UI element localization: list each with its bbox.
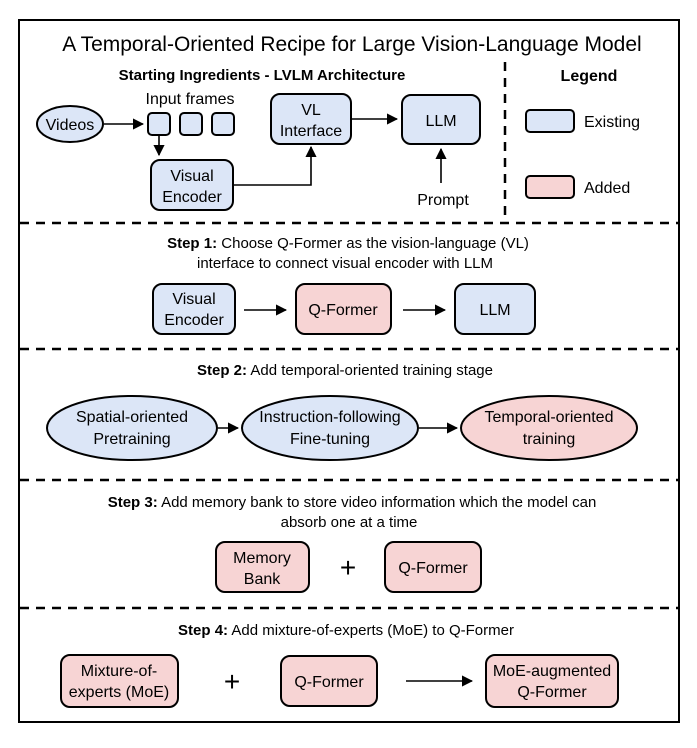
- step1-visual-encoder-node: [152, 283, 236, 335]
- legend-existing-swatch: [525, 109, 575, 133]
- step1-qformer-label: Q-Former: [308, 302, 378, 319]
- vl-interface-label: Interface: [280, 123, 342, 140]
- llm-label: LLM: [425, 113, 456, 130]
- frame-box: [211, 112, 235, 136]
- step3-qformer-label: Q-Former: [398, 560, 468, 577]
- step4-plus: +: [224, 666, 240, 697]
- videos-node: [36, 105, 104, 143]
- step4-qformer-label: Q-Former: [294, 674, 364, 691]
- step1-llm-node: [454, 283, 536, 335]
- stage-temporal-label: training: [523, 431, 575, 448]
- stage-temporal-training: [460, 395, 638, 461]
- step4-description: Step 4: Add mixture-of-experts (MoE) to …: [178, 622, 514, 639]
- memory-bank-label: Bank: [244, 571, 281, 588]
- architecture-heading: Starting Ingredients - LVLM Architecture: [119, 67, 406, 84]
- step2-description: Step 2: Add temporal-oriented training s…: [197, 362, 493, 379]
- step1-qformer-node: [295, 283, 392, 335]
- moe-node: [60, 654, 179, 708]
- step3-qformer-node: [384, 541, 482, 593]
- frame-box: [147, 112, 171, 136]
- diagram-title: A Temporal-Oriented Recipe for Large Vis…: [62, 33, 641, 56]
- step1-visual-encoder-label: Visual: [172, 291, 215, 308]
- input-frames-label: Input frames: [146, 91, 235, 108]
- stage-instruction-label: Fine-tuning: [290, 431, 370, 448]
- visual-encoder-label: Encoder: [162, 189, 222, 206]
- stage-spatial-pretraining: [46, 395, 218, 461]
- moe-qformer-label: Q-Former: [517, 684, 587, 701]
- stage-instruction-finetuning: [241, 395, 419, 461]
- frame-box: [179, 112, 203, 136]
- legend-added-label: Added: [584, 180, 630, 197]
- step3-description: Step 3: Add memory bank to store video i…: [108, 494, 597, 511]
- arrow-encoder-interface: [233, 145, 317, 186]
- stage-spatial-label: Spatial-oriented: [76, 409, 188, 426]
- step1-description-line2: interface to connect visual encoder with…: [197, 255, 493, 272]
- moe-qformer-label: MoE-augmented: [493, 663, 611, 680]
- memory-bank-label: Memory: [233, 550, 291, 567]
- step1-visual-encoder-label: Encoder: [164, 312, 224, 329]
- step1-llm-label: LLM: [479, 302, 510, 319]
- stage-instruction-label: Instruction-following: [259, 409, 400, 426]
- step1-description: Step 1: Choose Q-Former as the vision-la…: [167, 235, 529, 252]
- vl-interface-label: VL: [301, 102, 321, 119]
- llm-node: [401, 94, 481, 145]
- step4-qformer-node: [280, 655, 378, 707]
- stage-temporal-label: Temporal-oriented: [485, 409, 614, 426]
- moe-label: experts (MoE): [69, 684, 169, 701]
- visual-encoder-label: Visual: [170, 168, 213, 185]
- step3-description-line2: absorb one at a time: [281, 514, 418, 531]
- memory-bank-node: [215, 541, 310, 593]
- step3-plus: +: [340, 552, 356, 583]
- prompt-label: Prompt: [417, 192, 469, 209]
- stage-spatial-label: Pretraining: [93, 431, 170, 448]
- legend-added-swatch: [525, 175, 575, 199]
- legend-existing-label: Existing: [584, 114, 640, 131]
- moe-label: Mixture-of-: [81, 663, 157, 680]
- videos-label: Videos: [46, 117, 95, 134]
- moe-qformer-node: [485, 654, 619, 708]
- legend-title: Legend: [561, 68, 618, 85]
